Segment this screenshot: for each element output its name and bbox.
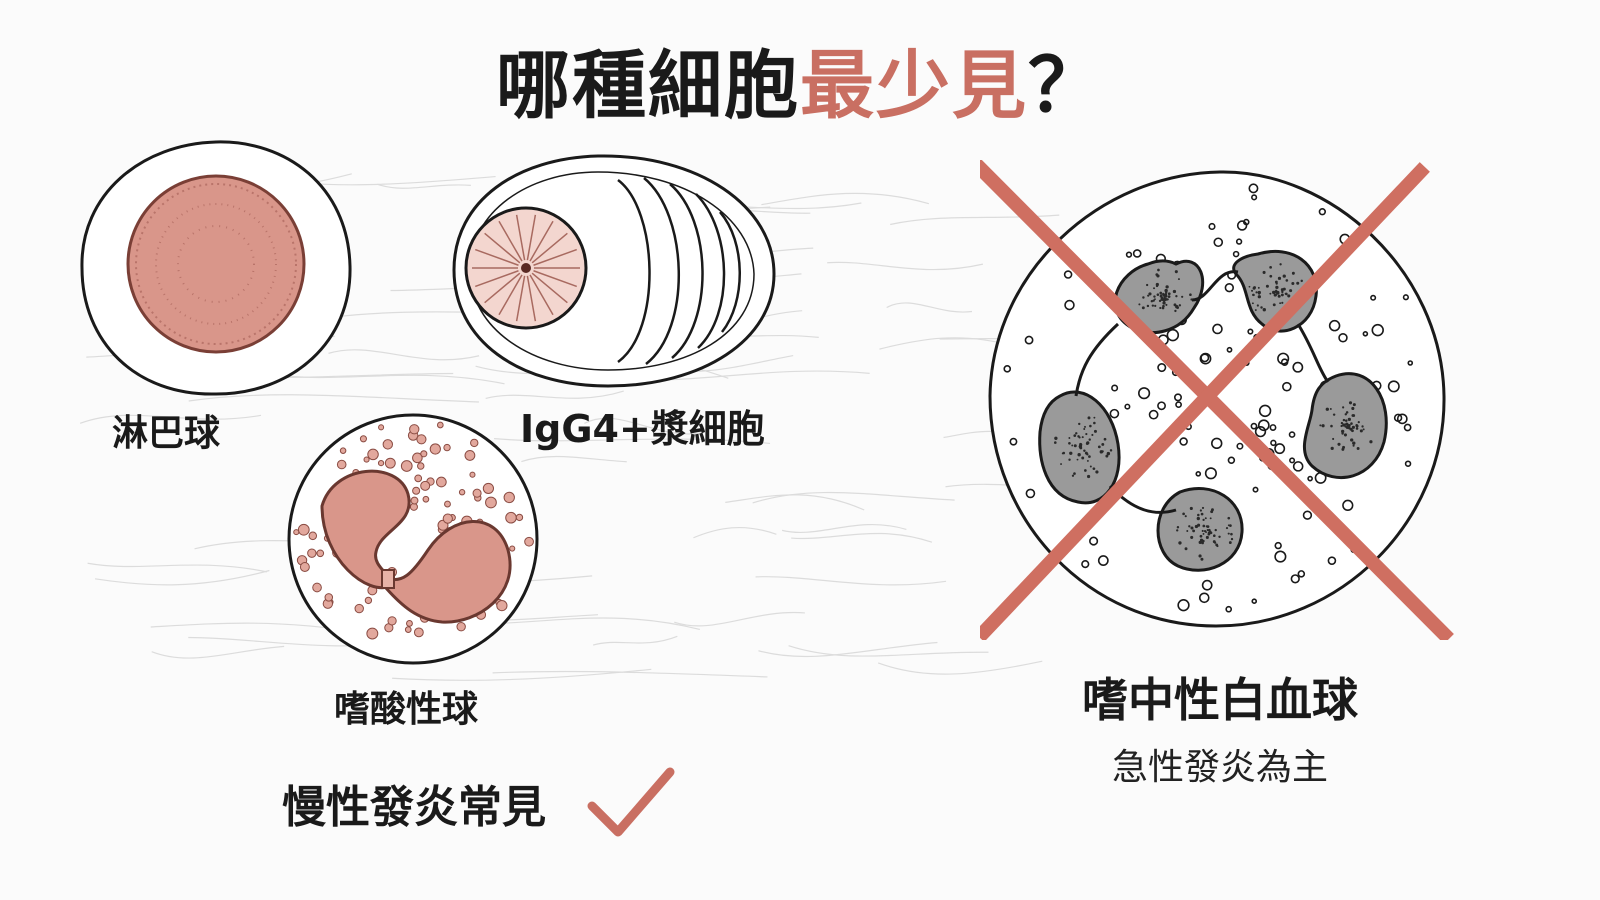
title-question-mark: ？ (1028, 43, 1104, 129)
eosinophil-label: 嗜酸性球 (334, 689, 479, 730)
lymphocyte-label: 淋巴球 (112, 413, 221, 454)
title-main: 哪種細胞 (496, 43, 800, 129)
lymphocyte-illustration (80, 140, 352, 396)
neutrophil-label: 嗜中性白血球 (1082, 673, 1358, 727)
chronic-inflammation-text: 慢性發炎常見 (282, 782, 546, 833)
page-title: 哪種細胞最少見？ (0, 26, 1600, 133)
neutrophil-note: 急性發炎為主 (1111, 747, 1328, 788)
plasma-cell-label: IgG4+漿細胞 (520, 407, 765, 451)
title-highlight: 最少見 (800, 43, 1028, 129)
plasma-cell-illustration (452, 154, 776, 388)
cross-line-2 (980, 162, 1430, 640)
eosinophil-illustration (287, 413, 539, 665)
neutrophil-illustration (980, 160, 1454, 640)
chronic-inflammation-note: 慢性發炎常見 (282, 766, 676, 840)
check-icon (587, 767, 675, 837)
